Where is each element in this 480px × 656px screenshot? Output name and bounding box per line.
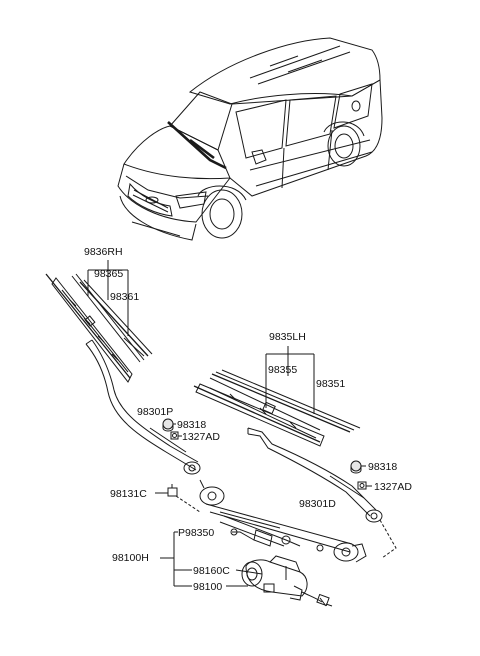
- rh-wiper-arm: [85, 339, 201, 475]
- lh-cap-nut: [350, 460, 372, 490]
- label-lh-insert-a: 98355: [268, 364, 298, 376]
- lh-wiper-arm: [247, 427, 397, 559]
- label-motor-assy: 98100H: [112, 552, 149, 564]
- rh-wiper-blade: [45, 273, 153, 383]
- wiper-motor: [241, 555, 333, 607]
- rh-cover-part: [155, 484, 201, 513]
- lh-bracket-lines: [265, 346, 315, 414]
- label-motor: 98100: [193, 581, 223, 593]
- leader-lines: [160, 531, 263, 587]
- rh-cap-nut: [162, 418, 182, 440]
- lh-wiper-blade: [193, 369, 361, 447]
- vehicle-illustration: [117, 37, 383, 241]
- wiper-linkage: [199, 479, 367, 563]
- label-rh-arm: 98301P: [137, 406, 174, 418]
- label-rh-set: 9836RH: [84, 246, 123, 258]
- rh-bracket-lines: [87, 260, 129, 336]
- label-rh-cap: 98318: [177, 419, 207, 431]
- label-lh-arm: 98301D: [299, 498, 336, 510]
- label-lh-nut: 1327AD: [374, 481, 412, 493]
- label-lh-set: 9835LH: [269, 331, 306, 343]
- label-lh-cap: 98318: [368, 461, 398, 473]
- label-rh-insert-a: 98365: [94, 268, 124, 280]
- label-rh-insert-b: 98361: [110, 291, 140, 303]
- label-lh-insert-b: 98351: [316, 378, 346, 390]
- label-rh-cover: 98131C: [110, 488, 147, 500]
- label-crank: 98160C: [193, 565, 230, 577]
- label-linkage: P98350: [178, 527, 215, 539]
- label-rh-nut: 1327AD: [182, 431, 220, 443]
